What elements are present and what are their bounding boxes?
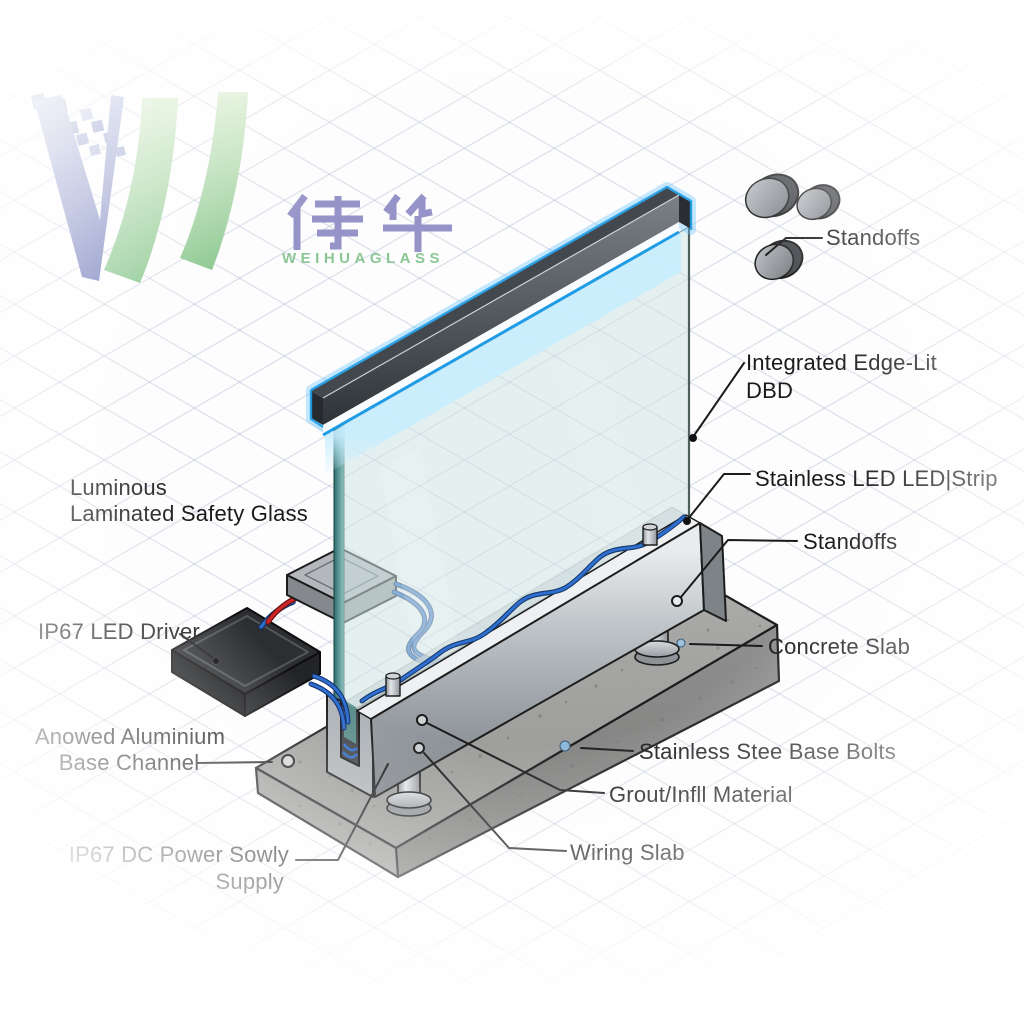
logo-v-mark <box>34 95 124 281</box>
label-grout: Grout/Infll Material <box>609 782 793 807</box>
brand-chinese-mark <box>287 193 452 252</box>
label-edge-lit-line2: DBD <box>746 378 793 403</box>
channel-peg-left <box>385 672 401 697</box>
label-standoffs-top: Standoffs <box>826 225 920 250</box>
label-power-supply-line2: Supply <box>216 869 284 894</box>
label-base-channel-line1: Anowed Aluminium <box>35 724 225 749</box>
driver-wires-red-blue <box>258 594 302 630</box>
label-power-supply-line1: IP67 DC Power Sowly <box>69 842 289 867</box>
label-standoffs-mid: Standoffs <box>803 529 897 554</box>
label-safety-glass-line2: Laminated Safety Glass <box>70 501 308 526</box>
label-base-channel-line2: Base Channel <box>59 750 200 775</box>
label-wiring-slab: Wiring Slab <box>570 840 685 865</box>
label-base-bolts: Stainless Stee Base Bolts <box>639 739 896 764</box>
label-led-strip: Stainless LED LED|Strip <box>755 466 998 491</box>
logo: 伟华 WEIHUAGLASS <box>30 92 452 283</box>
brand-latin-text: WEIHUAGLASS <box>282 250 444 267</box>
label-led-driver: IP67 LED Driver <box>38 619 200 644</box>
channel-right-cap <box>699 522 727 622</box>
label-edge-lit-line1: Integrated Edge-Lit <box>746 350 937 375</box>
channel-peg-right <box>642 523 658 546</box>
logo-green-stripe-2 <box>180 92 248 270</box>
label-safety-glass-line1: Luminous <box>70 475 167 500</box>
label-concrete-slab: Concrete Slab <box>768 634 910 659</box>
